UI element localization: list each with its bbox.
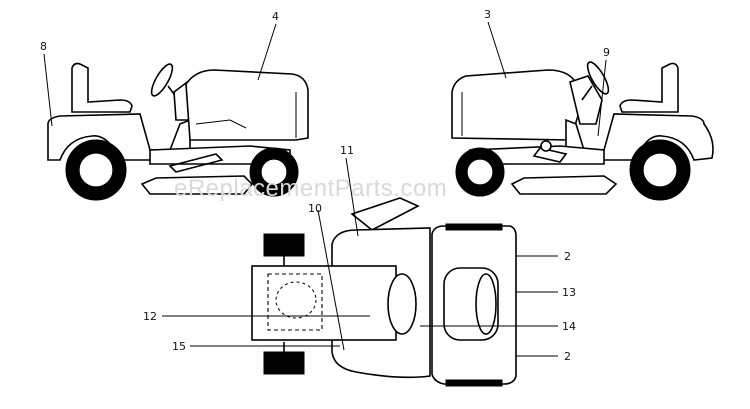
callout-2-top: 2 bbox=[564, 250, 571, 263]
callout-leader-lines bbox=[43, 21, 607, 357]
top-view-illustration bbox=[251, 197, 517, 387]
callout-14: 14 bbox=[562, 320, 576, 333]
callout-2-bottom: 2 bbox=[564, 350, 571, 363]
callout-15: 15 bbox=[172, 340, 186, 353]
watermark-text: eReplacementParts.com bbox=[174, 175, 447, 202]
callout-3: 3 bbox=[484, 8, 491, 21]
callout-13: 13 bbox=[562, 286, 576, 299]
callout-11: 11 bbox=[340, 144, 354, 157]
callout-10: 10 bbox=[308, 202, 322, 215]
callout-8: 8 bbox=[40, 40, 47, 53]
left-mower-illustration bbox=[47, 62, 309, 201]
callout-9: 9 bbox=[603, 46, 610, 59]
right-mower-illustration bbox=[451, 61, 714, 201]
callout-4: 4 bbox=[272, 10, 279, 23]
callout-12: 12 bbox=[143, 310, 157, 323]
